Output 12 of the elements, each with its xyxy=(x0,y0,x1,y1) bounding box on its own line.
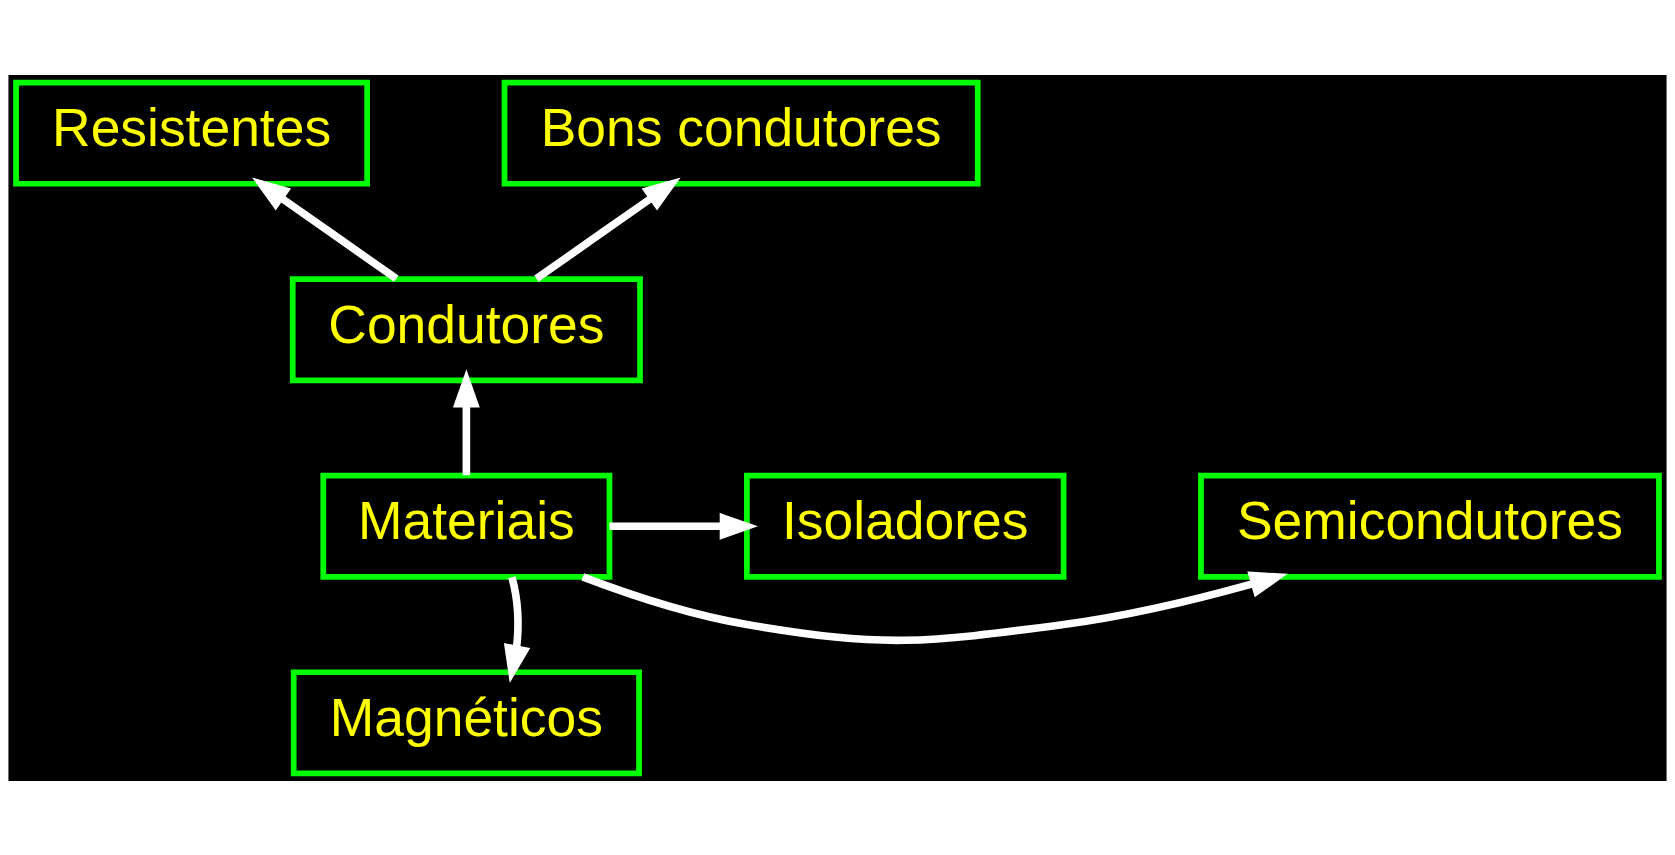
node-box: Semicondutores xyxy=(1198,472,1662,580)
node-box: Materiais xyxy=(320,472,613,580)
node-box: Condutores xyxy=(289,275,643,383)
node-box: Bons condutores xyxy=(501,79,981,187)
arrow xyxy=(581,570,1288,644)
arrow xyxy=(453,368,480,475)
arrow xyxy=(534,177,681,282)
arrow xyxy=(503,575,531,683)
node-box: Magnéticos xyxy=(290,668,642,776)
arrow xyxy=(252,177,399,282)
node-box: Resistentes xyxy=(13,79,370,187)
node-box: Isoladores xyxy=(744,472,1067,580)
